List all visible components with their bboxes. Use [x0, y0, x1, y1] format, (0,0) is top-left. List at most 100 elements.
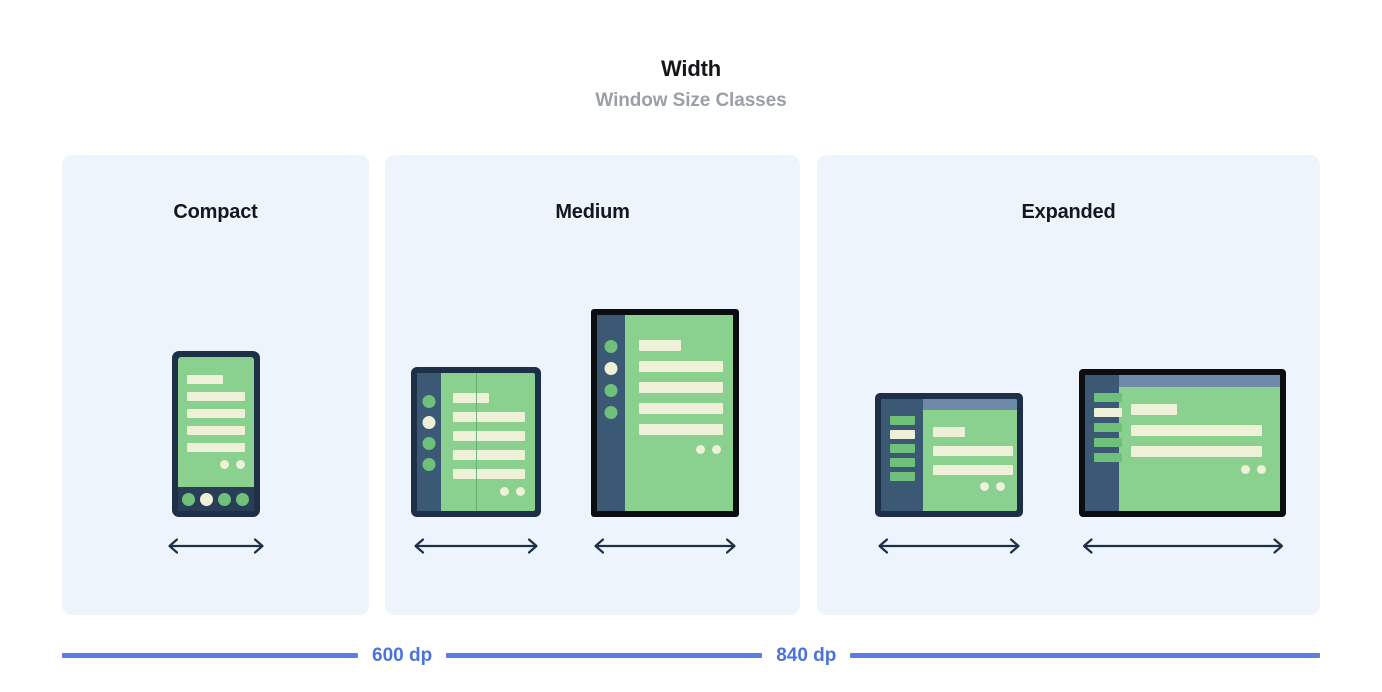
content-bar: [639, 382, 723, 393]
navigation-rail: [417, 373, 441, 511]
foldable-screen: [417, 373, 535, 511]
device-slot-tablet-landscape-large: [1079, 369, 1286, 554]
device-slot-foldable: [411, 367, 541, 554]
tablet-screen: [597, 315, 733, 511]
tablet-bezel: [875, 393, 1023, 517]
drawer-bar: [890, 444, 915, 453]
rail-dot: [604, 384, 618, 397]
phone-bottom-nav: [177, 487, 254, 511]
content-bar: [186, 426, 245, 435]
device-slot-tablet-landscape-small: [875, 393, 1023, 554]
tablet-bezel: [591, 309, 739, 517]
panel-compact: Compact: [62, 155, 369, 615]
content-bar: [453, 469, 525, 479]
breakpoint-label-600dp: 600 dp: [372, 644, 433, 666]
content-bar: [186, 443, 245, 452]
phone-portrait: [167, 351, 264, 554]
panel-label-compact: Compact: [173, 201, 258, 223]
content-dot-pair: [696, 445, 721, 454]
drawer-bar: [890, 416, 915, 425]
content-bar: [186, 375, 223, 384]
drawer-bar: [890, 472, 915, 481]
top-app-bar: [1119, 375, 1280, 387]
panel-label-medium: Medium: [555, 201, 630, 223]
navigation-rail: [597, 315, 625, 511]
panel-expanded: Expanded: [817, 155, 1320, 615]
double-headed-arrow-icon: [591, 537, 739, 559]
drawer-bar: [1094, 423, 1122, 432]
content-bar: [186, 392, 245, 401]
navigation-drawer: [1085, 375, 1122, 511]
rail-dot: [604, 406, 618, 419]
drawer-bar-active: [1094, 408, 1122, 417]
content-bar: [639, 424, 723, 435]
content-dot-pair: [1241, 465, 1266, 474]
top-app-bar: [923, 399, 1017, 410]
tablet-landscape-small: [875, 393, 1023, 554]
bottom-nav-dot: [235, 492, 249, 506]
content-bar: [639, 340, 681, 351]
breakpoint-label-840dp: 840 dp: [776, 644, 837, 666]
rail-dot: [422, 437, 436, 450]
device-slot-tablet-portrait: [591, 309, 739, 554]
content-bar: [453, 412, 525, 422]
foldable-bezel: [411, 367, 541, 517]
content-bar: [453, 450, 525, 460]
content-bar: [639, 361, 723, 372]
panel-medium: Medium: [385, 155, 800, 615]
device-row-compact: [62, 215, 369, 615]
content-bar: [933, 465, 1013, 475]
device-slot-phone: [167, 351, 264, 554]
tablet-screen: [881, 399, 1017, 511]
double-headed-arrow-icon: [411, 537, 541, 559]
tablet-landscape-large: [1079, 369, 1286, 554]
scale-line-segment: [446, 652, 763, 658]
content-bar: [1131, 446, 1262, 457]
bottom-nav-dot: [217, 492, 231, 506]
content-bar: [453, 393, 489, 403]
size-class-panels: Compact: [62, 155, 1320, 615]
content-dot-pair: [500, 487, 525, 496]
device-row-medium: [385, 215, 800, 615]
fold-seam: [476, 373, 477, 511]
foldable-unfolded-portrait: [411, 367, 541, 554]
rail-dot-active: [604, 362, 618, 375]
content-bar: [933, 427, 965, 437]
rail-dot-active: [422, 416, 436, 429]
drawer-bar-active: [890, 430, 915, 439]
drawer-bar: [890, 458, 915, 467]
breakpoint-scale: 600 dp 840 dp: [62, 640, 1320, 670]
rail-dot: [422, 395, 436, 408]
phone-bezel: [171, 351, 260, 517]
content-bar: [186, 409, 245, 418]
rail-dot: [422, 458, 436, 471]
phone-screen: [177, 357, 254, 511]
panel-label-expanded: Expanded: [1021, 201, 1116, 223]
content-bar: [933, 446, 1013, 456]
navigation-drawer: [881, 399, 923, 511]
double-headed-arrow-icon: [1079, 537, 1286, 559]
content-bar: [1131, 425, 1262, 436]
page-subtitle: Window Size Classes: [595, 90, 787, 112]
page-header: Width Window Size Classes: [0, 0, 1382, 113]
tablet-portrait: [591, 309, 739, 554]
scale-line-segment: [850, 652, 1320, 658]
bottom-nav-dot: [182, 492, 196, 506]
double-headed-arrow-icon: [875, 537, 1023, 559]
double-headed-arrow-icon: [165, 537, 267, 559]
bottom-nav-dot-active: [200, 492, 214, 506]
drawer-bar: [1094, 438, 1122, 447]
scale-line-segment: [62, 652, 358, 658]
content-bar: [453, 431, 525, 441]
drawer-bar: [1094, 453, 1122, 462]
drawer-bar: [1094, 393, 1122, 402]
content-bar: [639, 403, 723, 414]
page-title: Width: [661, 56, 721, 81]
tablet-bezel: [1079, 369, 1286, 517]
content-dot-pair: [980, 482, 1005, 491]
content-dot-pair: [219, 460, 245, 469]
content-bar: [1131, 404, 1177, 415]
rail-dot: [604, 340, 618, 353]
tablet-screen: [1085, 375, 1280, 511]
device-row-expanded: [817, 215, 1320, 615]
